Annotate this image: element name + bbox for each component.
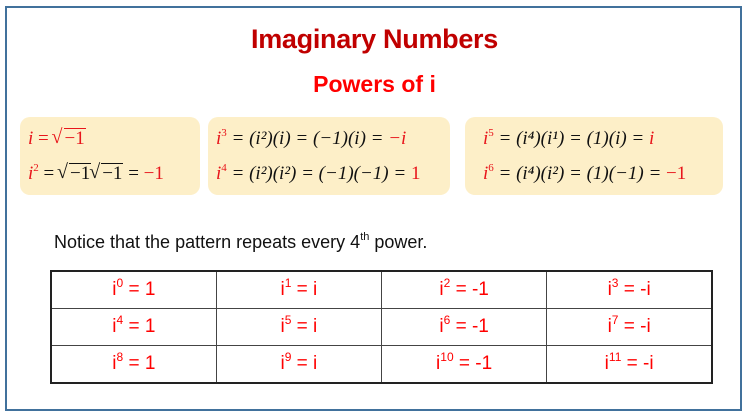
table-cell: i6 = -1 (380, 308, 548, 346)
table-row: i0 = 1 i1 = i i2 = -1 i3 = -i (50, 270, 713, 309)
derivation-box-3: i5 = (i⁴)(i¹) = (1)(i) = i i6 = (i⁴)(i²)… (465, 117, 723, 195)
equation-i-definition: i = −1 (28, 120, 200, 156)
square-root: −1 (57, 155, 92, 191)
derivation-box-2: i3 = (i²)(i) = (−1)(i) = −i i4 = (i²)(i²… (208, 117, 450, 195)
pattern-notice: Notice that the pattern repeats every 4t… (54, 231, 428, 253)
table-cell: i10 = -1 (380, 345, 548, 384)
square-root: −1 (89, 155, 124, 191)
table-cell: i5 = i (215, 308, 383, 346)
equation-i-cubed: i3 = (i²)(i) = (−1)(i) = −i (216, 127, 407, 150)
table-row: i8 = 1 i9 = i i10 = -1 i11 = -i (50, 345, 713, 384)
equation-i-fifth: i5 = (i⁴)(i¹) = (1)(i) = i (483, 127, 655, 150)
table-cell: i4 = 1 (50, 308, 217, 346)
table-cell: i7 = -i (546, 308, 713, 346)
equation-i-fourth: i4 = (i²)(i²) = (−1)(−1) = 1 (216, 162, 421, 185)
page-title: Imaginary Numbers (251, 24, 498, 54)
table-cell: i9 = i (215, 345, 383, 384)
table-cell: i1 = i (215, 270, 383, 309)
equation-i-sixth: i6 = (i⁴)(i²) = (1)(−1) = −1 (483, 162, 687, 185)
powers-of-i-table: i0 = 1 i1 = i i2 = -1 i3 = -i i4 = 1 i5 … (50, 270, 713, 384)
table-cell: i8 = 1 (50, 345, 217, 384)
square-root: −1 (51, 120, 86, 156)
page-subtitle: Powers of i (313, 71, 436, 97)
table-cell: i0 = 1 (50, 270, 217, 309)
table-cell: i2 = -1 (380, 270, 548, 309)
table-cell: i11 = -i (546, 345, 713, 384)
equation-i-squared: i2 = −1−1 = −1 (28, 155, 200, 191)
table-cell: i3 = -i (546, 270, 713, 309)
derivation-box-1: i = −1 i2 = −1−1 = −1 (20, 117, 200, 195)
table-row: i4 = 1 i5 = i i6 = -1 i7 = -i (50, 308, 713, 346)
